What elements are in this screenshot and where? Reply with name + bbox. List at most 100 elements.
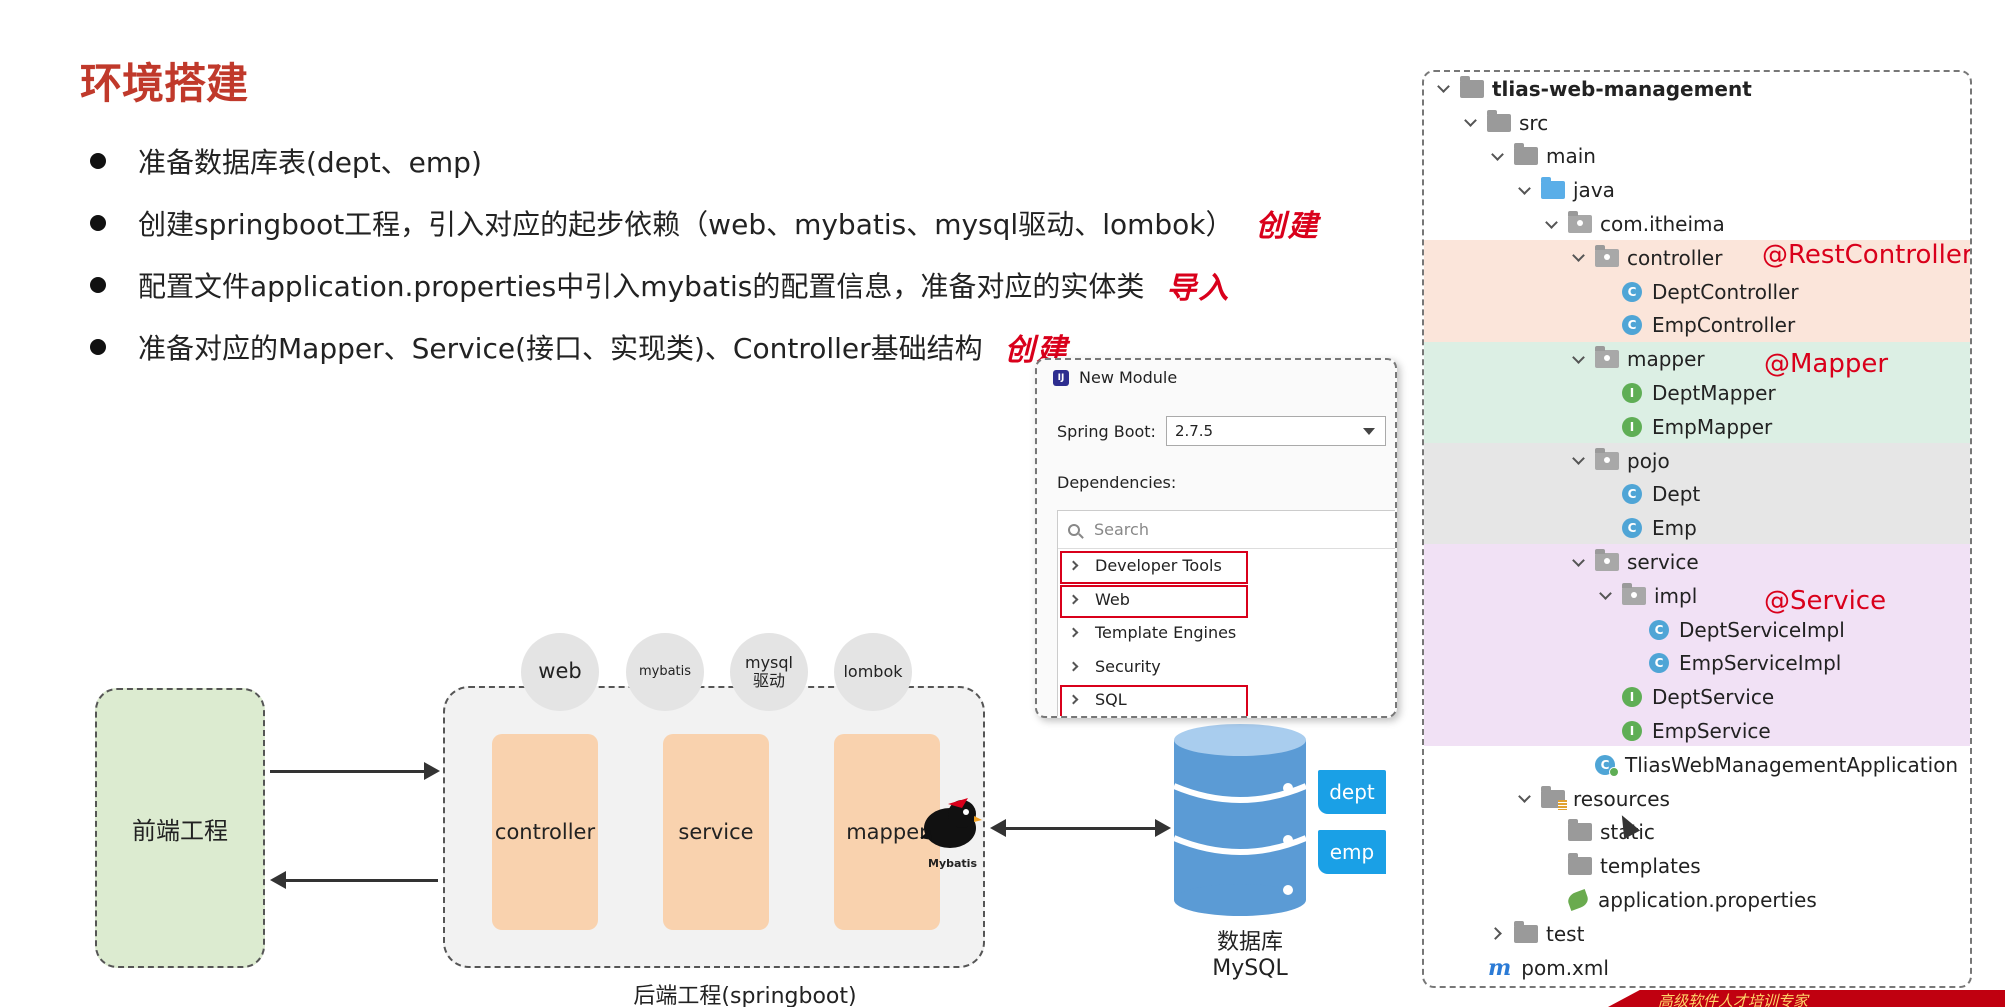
interface-icon: I (1622, 721, 1642, 742)
bullet-dot (90, 277, 106, 293)
tree-node-label: EmpMapper (1652, 414, 1773, 439)
frontend-box: 前端工程 (95, 688, 265, 968)
arrow-head-left (270, 871, 286, 889)
category-label: SQL (1095, 690, 1127, 710)
package-icon (1595, 244, 1619, 267)
dependency-search-input[interactable]: Search (1058, 511, 1395, 549)
class-icon: C (1622, 518, 1642, 539)
chevron-right-icon (1068, 560, 1079, 571)
tree-node-java[interactable]: java (1432, 173, 1970, 207)
database-label-en: MySQL (1212, 956, 1288, 982)
interface-icon: I (1622, 687, 1642, 708)
chevron-down-icon (1598, 587, 1612, 601)
chevron-right-icon (1068, 661, 1079, 672)
tree-node-dept[interactable]: C Dept (1432, 478, 1970, 512)
category-label: Security (1095, 656, 1161, 676)
resources-folder-icon (1541, 785, 1567, 810)
tree-node-label: pom.xml (1521, 955, 1609, 980)
arrow-head-right (1155, 819, 1171, 837)
tree-node-label: com.itheima (1600, 212, 1725, 237)
tree-node-label: src (1519, 110, 1549, 135)
database-icon (1172, 724, 1308, 916)
tree-node-label: tlias-web-management (1492, 76, 1752, 101)
tree-node-dept-service-impl[interactable]: C DeptServiceImpl (1432, 613, 1970, 647)
tree-node-templates[interactable]: templates (1432, 849, 1970, 883)
chevron-down-icon (1544, 215, 1558, 229)
mybatis-logo-text: Mybatis (928, 857, 977, 870)
tree-node-mapper[interactable]: mapper (1432, 342, 1970, 376)
tree-node-emp[interactable]: C Emp (1432, 511, 1970, 545)
class-icon: C (1649, 619, 1669, 640)
tree-node-dept-controller[interactable]: C DeptController (1432, 275, 1970, 309)
tree-node-label: DeptService (1652, 685, 1775, 710)
properties-file-icon (1565, 889, 1591, 911)
source-folder-icon (1541, 177, 1565, 200)
tree-node-emp-mapper[interactable]: I EmpMapper (1432, 410, 1970, 444)
tree-node-src[interactable]: src (1432, 106, 1970, 140)
tree-node-package[interactable]: com.itheima (1432, 207, 1970, 241)
folder-icon (1568, 819, 1592, 842)
tree-node-service[interactable]: service (1432, 545, 1970, 579)
dep-mysql-driver: mysql 驱动 (730, 633, 808, 711)
mybatis-bird-icon (920, 798, 982, 848)
bullet-dot (90, 153, 106, 169)
tree-node-application-properties[interactable]: application.properties (1432, 883, 1970, 917)
annotation-rest-controller: @RestController (1762, 240, 1972, 270)
tree-node-main[interactable]: main (1432, 140, 1970, 174)
category-web[interactable]: Web (1058, 583, 1395, 617)
tree-node-emp-service[interactable]: I EmpService (1432, 714, 1970, 748)
tree-node-static[interactable]: static (1432, 816, 1970, 850)
bullet-text: 创建springboot工程，引入对应的起步依赖（web、mybatis、mys… (138, 208, 1234, 241)
project-tree: tlias-web-management src main java com.i… (1422, 70, 1972, 988)
category-sql[interactable]: SQL (1058, 683, 1395, 716)
chevron-right-icon (1488, 927, 1502, 941)
tree-node-dept-mapper[interactable]: I DeptMapper (1432, 376, 1970, 410)
tree-node-application[interactable]: C TliasWebManagementApplication (1432, 748, 1970, 782)
package-icon (1595, 447, 1619, 470)
bullet-item: 配置文件application.properties中引入mybatis的配置信… (90, 254, 1430, 316)
footer-banner: 高级软件人才培训专家 (1608, 990, 2005, 1007)
tree-node-root[interactable]: tlias-web-management (1432, 72, 1970, 106)
tree-node-dept-service[interactable]: I DeptService (1432, 680, 1970, 714)
tree-node-emp-service-impl[interactable]: C EmpServiceImpl (1432, 647, 1970, 681)
chevron-down-icon (1571, 553, 1585, 567)
module-folder-icon (1460, 75, 1484, 98)
layer-mapper: mapper (834, 734, 940, 930)
search-icon (1068, 523, 1080, 536)
class-icon: C (1622, 281, 1642, 302)
chevron-down-icon (1490, 148, 1504, 161)
slide-title: 环境搭建 (80, 59, 249, 108)
tree-node-label: application.properties (1598, 888, 1817, 913)
tree-node-label: static (1600, 820, 1655, 845)
tree-node-controller[interactable]: controller (1432, 241, 1970, 275)
response-arrow (286, 879, 438, 882)
dialog-title-bar: IJ New Module (1053, 368, 1177, 387)
package-icon (1622, 582, 1646, 605)
tree-node-test[interactable]: test (1432, 917, 1970, 951)
annotation-mapper: @Mapper (1764, 349, 1889, 379)
bullet-item: 创建springboot工程，引入对应的起步依赖（web、mybatis、mys… (90, 192, 1430, 254)
tree-node-pojo[interactable]: pojo (1432, 444, 1970, 478)
tree-node-label: test (1546, 921, 1585, 946)
spring-boot-version-select[interactable]: 2.7.5 (1165, 416, 1386, 446)
interface-icon: I (1622, 383, 1642, 404)
tree-node-resources[interactable]: resources (1432, 782, 1970, 816)
tree-node-emp-controller[interactable]: C EmpController (1432, 309, 1970, 343)
tree-node-impl[interactable]: impl (1432, 579, 1970, 613)
bullet-item: 准备对应的Mapper、Service(接口、实现类)、Controller基础… (90, 316, 1430, 378)
category-template-engines[interactable]: Template Engines (1058, 616, 1395, 650)
package-icon (1568, 211, 1592, 234)
tree-node-pom[interactable]: m pom.xml (1432, 951, 1970, 985)
folder-icon (1487, 109, 1511, 132)
mapper-highlight (1424, 342, 1970, 443)
tree-node-label: main (1546, 144, 1596, 169)
tree-node-label: DeptServiceImpl (1679, 617, 1845, 642)
tree-node-label: pojo (1627, 448, 1670, 473)
layer-label: mapper (846, 820, 928, 844)
tree-node-label: service (1627, 550, 1699, 575)
bullet-item: 准备数据库表(dept、emp) (90, 130, 1430, 192)
category-security[interactable]: Security (1058, 650, 1395, 684)
category-label: Developer Tools (1095, 556, 1222, 576)
category-developer-tools[interactable]: Developer Tools (1058, 549, 1395, 584)
chevron-down-icon (1517, 181, 1531, 195)
